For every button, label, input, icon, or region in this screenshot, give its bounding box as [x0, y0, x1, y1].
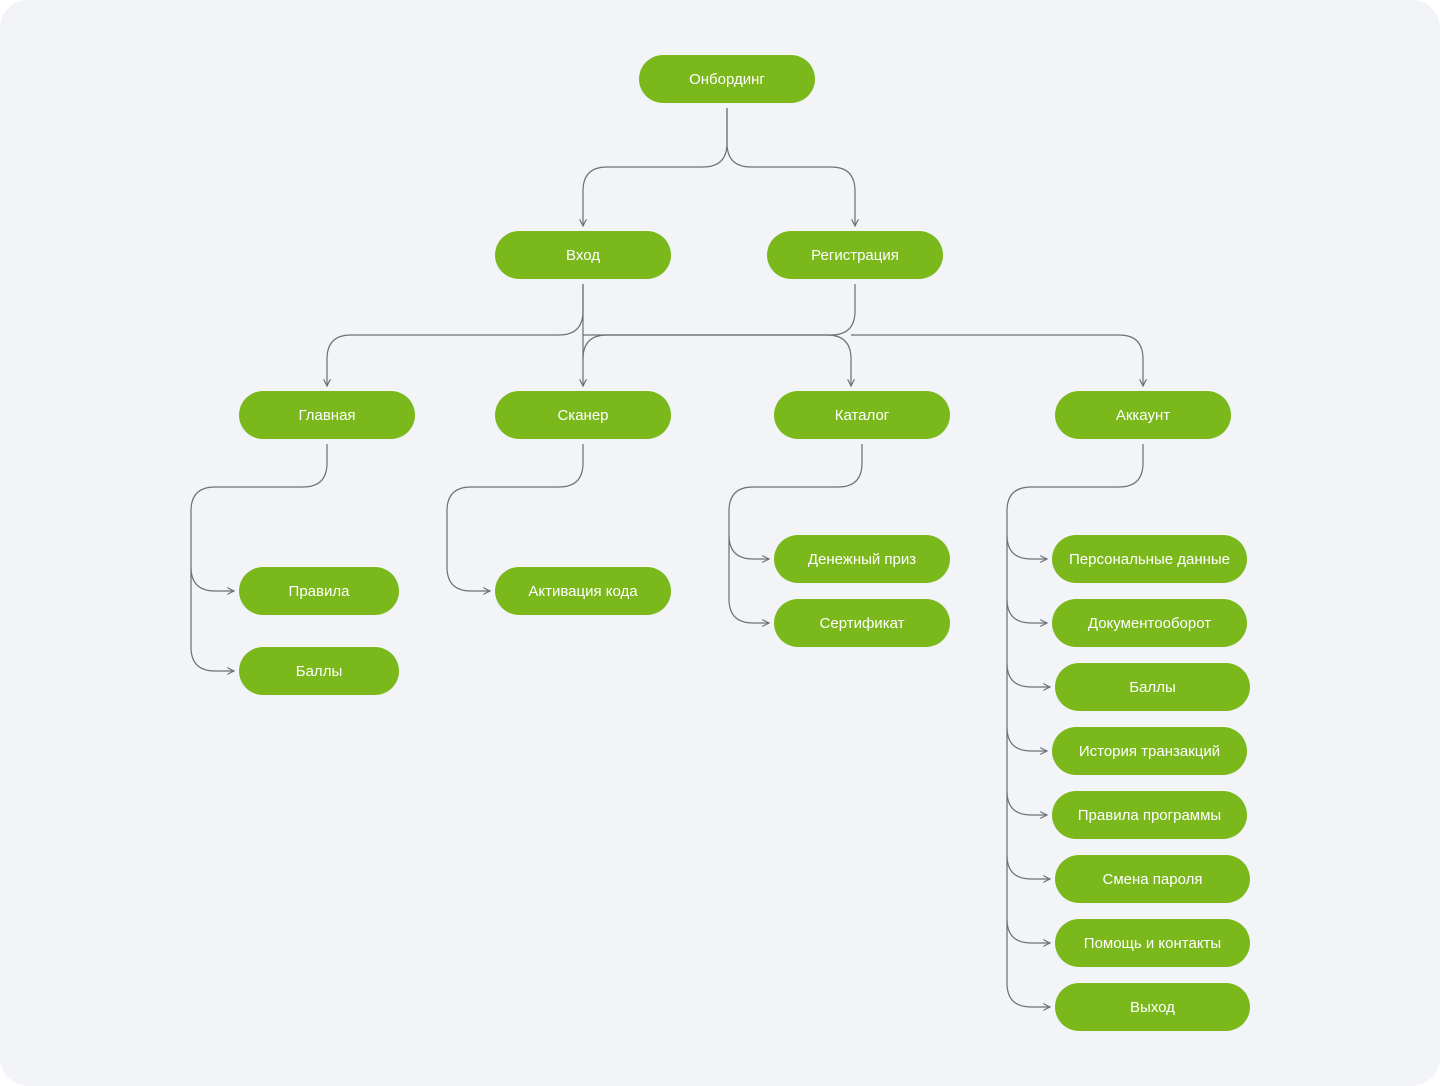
connector-to-catalog [583, 334, 851, 386]
node-cash-prize[interactable]: Денежный приз [774, 535, 950, 583]
connector-account-program-rules [1006, 790, 1047, 815]
node-change-password[interactable]: Смена пароля [1055, 855, 1250, 903]
node-certificate[interactable]: Сертификат [774, 599, 950, 647]
connector-home-trunk [190, 444, 328, 671]
connector-account-points [1006, 662, 1050, 687]
connector-account-help [1006, 918, 1050, 943]
node-scanner[interactable]: Сканер [495, 391, 671, 439]
node-home[interactable]: Главная [239, 391, 415, 439]
node-account-points[interactable]: Баллы [1055, 663, 1250, 711]
node-logout[interactable]: Выход [1055, 983, 1250, 1031]
connector-onboarding-registration [726, 108, 855, 226]
node-document-flow[interactable]: Документооборот [1052, 599, 1247, 647]
node-home-rules[interactable]: Правила [239, 567, 399, 615]
node-help-contacts[interactable]: Помощь и контакты [1055, 919, 1250, 967]
node-home-points[interactable]: Баллы [239, 647, 399, 695]
connector-account-trunk [1006, 444, 1144, 1007]
connector-registration-trunk [582, 284, 856, 360]
node-personal-data[interactable]: Персональные данные [1052, 535, 1247, 583]
node-registration[interactable]: Регистрация [767, 231, 943, 279]
node-transaction-history[interactable]: История транзакций [1052, 727, 1247, 775]
connector-login-home [327, 284, 584, 386]
node-onboarding[interactable]: Онбординг [639, 55, 815, 103]
connector-catalog-trunk [728, 444, 863, 623]
connector-home-rules [190, 566, 234, 591]
connector-onboarding-login [583, 108, 728, 226]
node-code-activation[interactable]: Активация кода [495, 567, 671, 615]
node-catalog[interactable]: Каталог [774, 391, 950, 439]
node-program-rules[interactable]: Правила программы [1052, 791, 1247, 839]
connector-account-history [1006, 726, 1047, 751]
node-login[interactable]: Вход [495, 231, 671, 279]
connector-to-account [851, 334, 1143, 386]
connector-catalog-cash [728, 534, 769, 559]
connector-scanner-activation [446, 444, 584, 591]
connector-account-personal [1006, 534, 1047, 559]
connector-account-password [1006, 854, 1050, 879]
connector-account-documents [1006, 598, 1047, 623]
node-account[interactable]: Аккаунт [1055, 391, 1231, 439]
